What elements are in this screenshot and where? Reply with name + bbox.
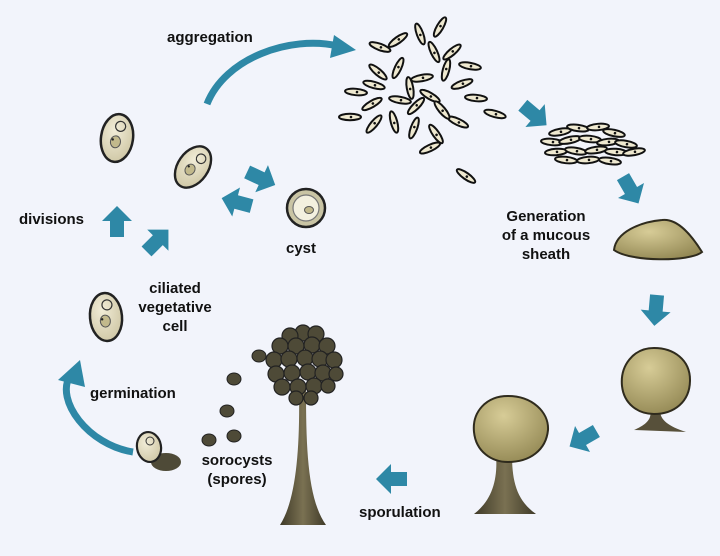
arrow-up-diag bbox=[135, 218, 180, 263]
label-ciliated-line3: cell bbox=[162, 318, 188, 335]
swoop-arrow-aggregation bbox=[203, 35, 356, 106]
label-divisions: divisions bbox=[19, 211, 85, 228]
arrow-to-sheath bbox=[610, 169, 652, 211]
germinating-cell bbox=[135, 430, 181, 471]
label-germination: germination bbox=[90, 385, 176, 402]
fruiting-body-icon bbox=[472, 394, 550, 514]
label-ciliated-line1: ciliated bbox=[149, 280, 201, 297]
label-mucous-line3: sheath bbox=[521, 246, 571, 263]
sorocarp-head bbox=[265, 324, 344, 406]
ciliate-cell-vegetative bbox=[86, 290, 126, 344]
label-cyst: cyst bbox=[286, 240, 317, 257]
sorocarp-stalk bbox=[280, 390, 326, 525]
arrow-to-clump bbox=[513, 93, 557, 137]
mucous-sheath-icon bbox=[612, 218, 704, 261]
arrow-to-fruiting bbox=[562, 418, 604, 460]
label-ciliated-vegetative-cell: ciliated vegetative cell bbox=[130, 279, 220, 336]
label-sorocysts: sorocysts (spores) bbox=[192, 451, 282, 489]
ciliate-cell-middle bbox=[166, 138, 220, 196]
cyst-icon bbox=[285, 187, 327, 229]
arrow-from-cyst bbox=[217, 183, 256, 221]
aggregation-swarm bbox=[338, 14, 508, 186]
arrow-sporulation bbox=[376, 464, 407, 494]
label-ciliated-line2: vegetative bbox=[138, 299, 212, 316]
swoop-arrow-germination bbox=[58, 360, 134, 456]
ciliate-cell-top bbox=[96, 110, 138, 166]
label-mucous-line2: of a mucous bbox=[501, 227, 591, 244]
arrow-divisions bbox=[102, 206, 132, 237]
dense-clump bbox=[539, 121, 647, 167]
label-mucous-sheath: Generation of a mucous sheath bbox=[494, 207, 598, 264]
arrow-to-body bbox=[639, 293, 672, 328]
label-sporulation: sporulation bbox=[359, 504, 441, 521]
rising-body-icon bbox=[620, 346, 692, 432]
label-aggregation: aggregation bbox=[167, 29, 253, 46]
label-sorocysts-line1: sorocysts bbox=[201, 452, 273, 469]
sorocyst-spores bbox=[201, 349, 267, 447]
arrow-to-cyst bbox=[240, 158, 282, 199]
label-mucous-line1: Generation bbox=[506, 208, 586, 225]
label-sorocysts-line2: (spores) bbox=[207, 471, 267, 488]
